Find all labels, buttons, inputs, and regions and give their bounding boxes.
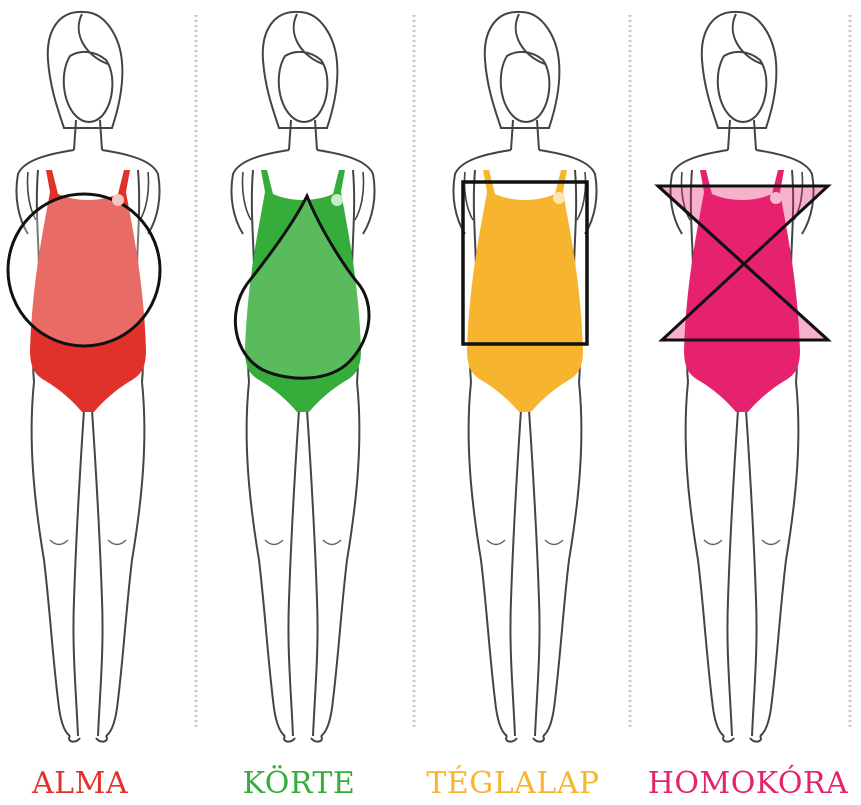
label-alma: ALMA — [32, 766, 128, 801]
figure-homokora — [658, 12, 828, 742]
label-homokora: HOMOKÓRA — [648, 766, 849, 801]
figure-korte — [231, 12, 374, 742]
swimsuit-teglalap — [467, 170, 583, 412]
figure-alma — [8, 12, 160, 742]
label-teglalap: TÉGLALAP — [426, 766, 599, 801]
figure-teglalap — [453, 12, 596, 742]
pear-shape-teardrop — [235, 196, 369, 378]
label-korte: KÖRTE — [243, 766, 356, 801]
apple-shape-circle — [8, 194, 160, 346]
